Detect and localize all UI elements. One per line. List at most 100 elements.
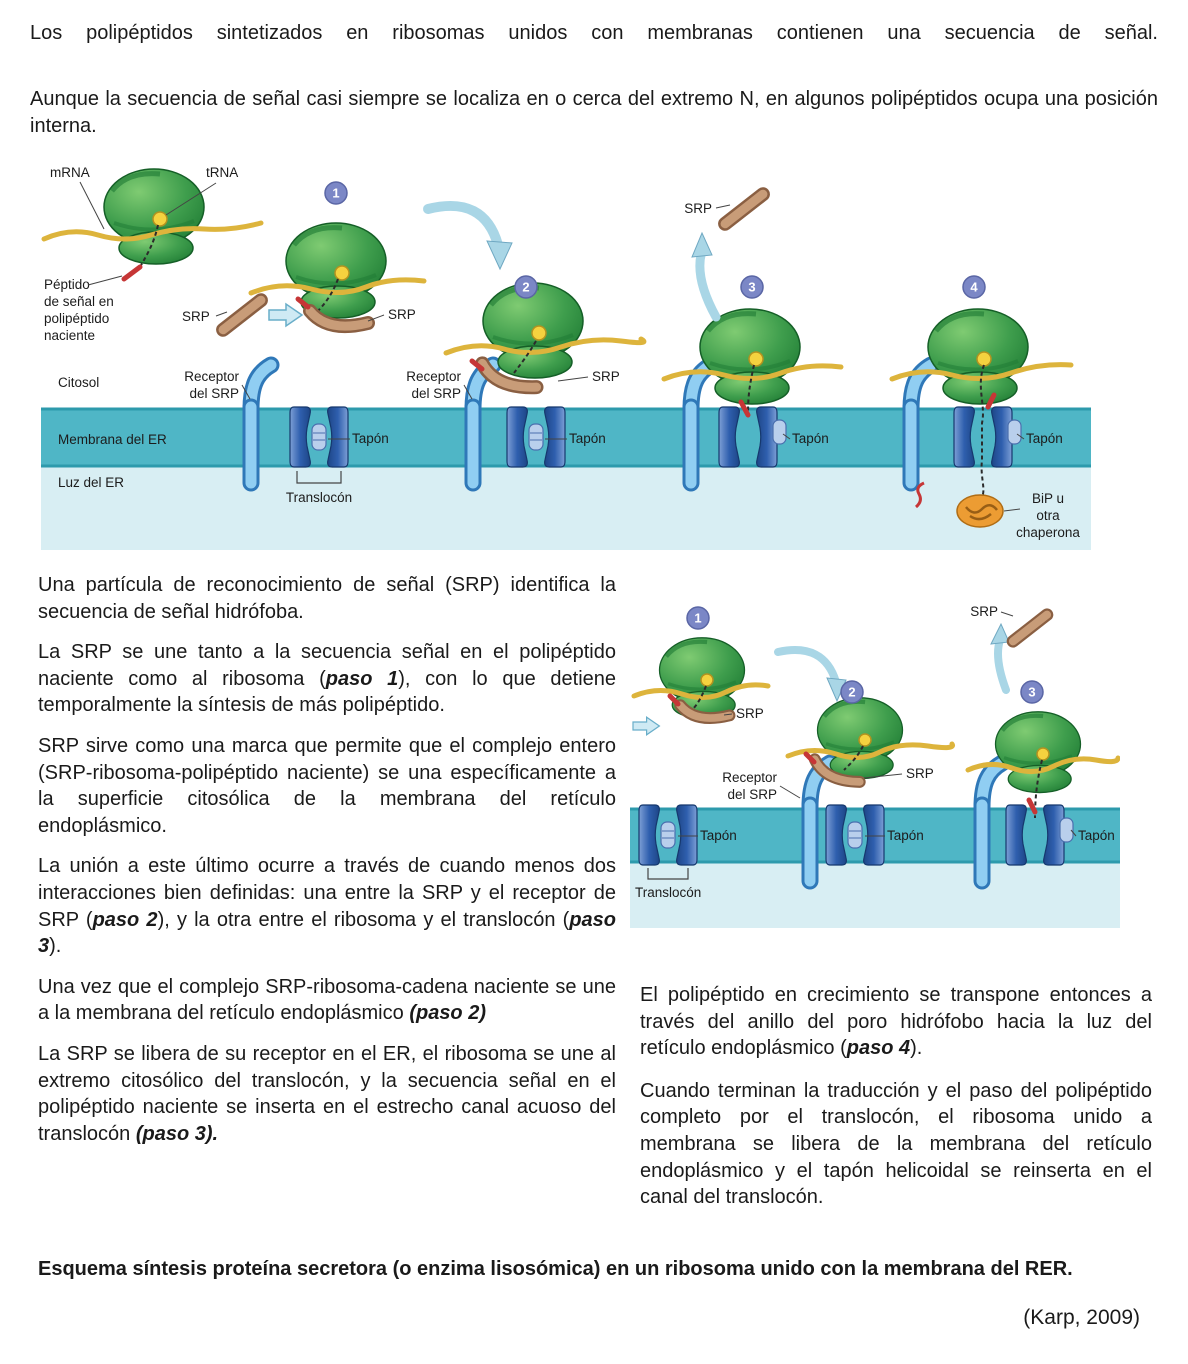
step3-ribosome-translocon: 3 — [661, 275, 844, 418]
bip-chaperone — [956, 494, 1004, 528]
step-number-1: 1 — [694, 611, 701, 626]
paragraph-union-interacciones: La unión a este último ocurre a través d… — [38, 853, 616, 959]
paso-4-ref: paso 4 — [846, 1037, 911, 1060]
step-number-4: 4 — [970, 280, 978, 295]
tapon-label: Tapón — [792, 431, 829, 446]
text-segment: SRP sirve como una marca que permite que… — [38, 734, 616, 837]
trna-site — [976, 351, 992, 367]
trna-label-text: tRNA — [206, 165, 238, 180]
trna-site — [531, 325, 547, 341]
mrna-label: mRNA — [50, 165, 105, 230]
figure-main-canvas: Citosol Membrana del ER Luz del ER Recep… — [41, 165, 1091, 550]
translocon-label: Translocón — [286, 471, 352, 505]
nascent-chain — [843, 745, 864, 771]
mrna-strand — [661, 363, 844, 382]
arrow-to-membrane — [774, 646, 847, 703]
arrow-to-membrane — [423, 200, 513, 271]
tapon-label-1: Tapón — [328, 431, 389, 446]
mrna-strand — [631, 682, 771, 700]
srp-label: SRP — [906, 766, 934, 781]
peptide-label-line: naciente — [44, 328, 95, 343]
step1-ribosome-srp: SRP 1 — [631, 606, 771, 721]
nascent-chain — [747, 364, 755, 414]
signal-peptide-label: Péptido de señal en polipéptido naciente — [44, 275, 123, 343]
srp-released-icon — [725, 194, 763, 224]
mrna-strand — [785, 741, 955, 760]
srp-release: SRP — [684, 194, 763, 322]
nascent-chain — [513, 340, 537, 374]
signal-peptide — [985, 392, 997, 410]
trna-site — [1036, 747, 1050, 761]
receptor-label-line2: del SRP — [411, 386, 461, 401]
srp-label: SRP — [970, 604, 998, 619]
tapon-label: Tapón — [352, 431, 389, 446]
step-number-2: 2 — [848, 685, 855, 700]
cleaved-signal — [914, 481, 925, 509]
intro-paragraph-2: Aunque la secuencia de señal casi siempr… — [30, 88, 1158, 137]
figure-side-canvas: Receptor del SRP Tapón Tapón Tapón Trans… — [630, 604, 1121, 928]
figure-srp-cycle-main: Citosol Membrana del ER Luz del ER Recep… — [36, 155, 1156, 555]
paragraph-complejo-une: Una vez que el complejo SRP-ribosoma-cad… — [38, 974, 616, 1027]
trna-site — [748, 351, 764, 367]
peptide-label-line: polipéptido — [44, 311, 109, 326]
figure-srp-cycle-side: Receptor del SRP Tapón Tapón Tapón Trans… — [630, 598, 1121, 938]
tapon-label: Tapón — [700, 828, 737, 843]
right-column: El polipéptido en crecimiento se transpo… — [640, 982, 1152, 1227]
receptor-label-line1: Receptor — [406, 369, 461, 384]
text-segment: La unión a este último ocurre a través d… — [38, 855, 616, 931]
tapon-label-3: Tapón — [1070, 828, 1115, 843]
tapon-label: Tapón — [1026, 431, 1063, 446]
mrna-strand — [248, 277, 427, 296]
receptor-label-1: Receptor del SRP — [184, 369, 251, 401]
tapon-label: Tapón — [569, 431, 606, 446]
tapon-label: Tapón — [1078, 828, 1115, 843]
signal-peptide — [295, 296, 311, 310]
intro-paragraph-1: Los polipéptidos sintetizados en ribosom… — [30, 22, 1158, 44]
step-number-1: 1 — [332, 186, 339, 201]
text-segment: La SRP se une tanto a la secuencia señal… — [38, 641, 616, 690]
bip-label-line: otra — [1036, 508, 1060, 523]
compartment-labels: Citosol Membrana del ER Luz del ER — [58, 375, 167, 490]
paso-3-ref: (paso 3). — [135, 1122, 219, 1145]
nascent-chain — [139, 224, 159, 268]
signal-peptide — [667, 693, 681, 707]
tapon-label: Tapón — [887, 828, 924, 843]
mrna-strand — [443, 336, 647, 356]
paragraph-traduccion-termina: Cuando terminan la traducción y el paso … — [640, 1078, 1152, 1211]
paso-1-ref: paso 1 — [325, 667, 399, 690]
translocon-label-text: Translocón — [286, 490, 352, 505]
trna-label: tRNA — [165, 165, 238, 216]
er-lumen — [630, 863, 1120, 928]
nascent-chain — [691, 685, 707, 711]
srp-particle-free: SRP — [182, 300, 261, 330]
left-column: Una partícula de reconocimiento de señal… — [38, 572, 616, 1161]
paragraph-srp-identifica: Una partícula de reconocimiento de señal… — [38, 572, 616, 625]
receptor-label-line1: Receptor — [722, 770, 777, 785]
trna-site — [334, 265, 350, 281]
citation: (Karp, 2009) — [1023, 1306, 1140, 1329]
srp-released-icon — [1013, 615, 1047, 642]
text-segment: ). — [910, 1037, 923, 1060]
text-segment: Cuando terminan la traducción y el paso … — [640, 1079, 1152, 1209]
text-segment: El polipéptido en crecimiento se transpo… — [640, 984, 1152, 1060]
bip-label: BiP u otra chaperona — [1003, 491, 1080, 540]
paragraph-polipeptido-transpone: El polipéptido en crecimiento se transpo… — [640, 982, 1152, 1062]
trna-site — [858, 733, 872, 747]
srp-label: SRP — [182, 309, 210, 324]
step-number-2: 2 — [522, 280, 529, 295]
bip-label-line: chaperona — [1016, 525, 1080, 540]
signal-peptide — [803, 751, 817, 765]
step3-ribosome-translocon: 3 — [965, 680, 1121, 819]
trna-site — [700, 673, 714, 687]
srp-label: SRP — [388, 307, 416, 322]
step4-ribosome-translocation: 4 — [889, 275, 1074, 509]
paso-2-ref: paso 2 — [92, 908, 158, 931]
receptor-label-line2: del SRP — [727, 787, 777, 802]
mrna-strand — [965, 755, 1121, 774]
translocon-label-text: Translocón — [635, 885, 701, 900]
srp-release: SRP — [970, 604, 1047, 694]
tapon-label-1: Tapón — [678, 828, 737, 843]
receptor-label-2: Receptor del SRP — [406, 369, 473, 401]
er-membrane-band — [41, 407, 1091, 468]
mrna-label-text: mRNA — [50, 165, 90, 180]
